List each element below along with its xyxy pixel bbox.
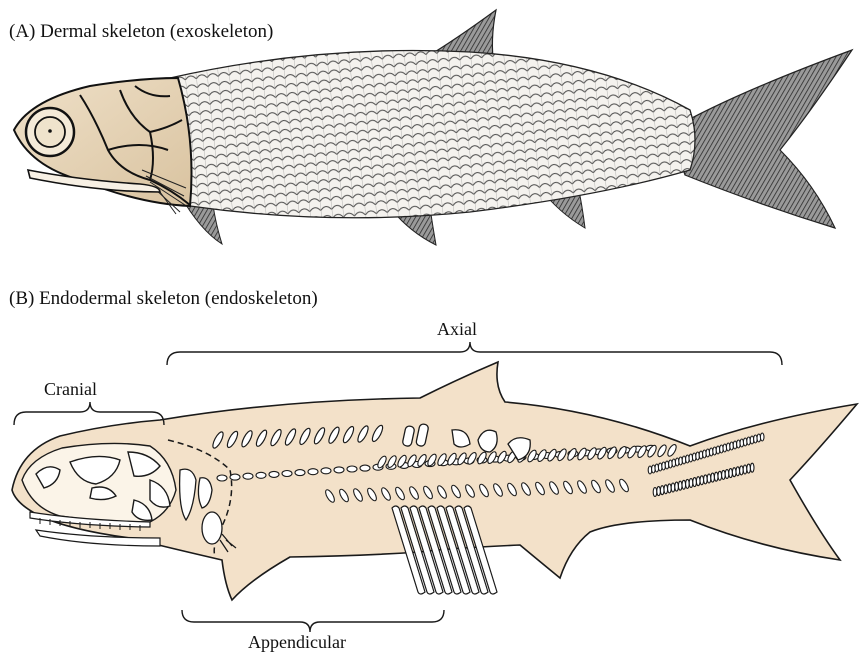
caudal-spine (689, 479, 693, 488)
vertebra (282, 471, 292, 477)
caudal-spine (671, 483, 675, 492)
dermal-body-scales (170, 50, 695, 217)
vertebra (321, 468, 331, 474)
vertebra (269, 471, 279, 477)
axial-bracket (167, 342, 782, 365)
panel-b-caption: (B) Endodermal skeleton (endoskeleton) (9, 289, 318, 308)
caudal-spine (729, 469, 733, 478)
caudal-spine (747, 464, 751, 473)
axial-label: Axial (437, 320, 477, 338)
caudal-spine (660, 486, 664, 495)
appendicular-label: Appendicular (248, 633, 346, 651)
vertebra (230, 474, 240, 480)
caudal-spine (740, 466, 744, 475)
vertebra (334, 467, 344, 473)
dermal-fish (14, 10, 852, 245)
appendicular-bracket (182, 610, 444, 632)
cranial-label: Cranial (44, 380, 97, 398)
caudal-spine (714, 472, 718, 481)
caudal-vertebra (760, 433, 764, 441)
vertebra (295, 470, 305, 476)
caudal-spine (657, 487, 661, 496)
caudal-spine (711, 473, 715, 482)
caudal-spine (750, 463, 754, 472)
caudal-spine (664, 485, 668, 494)
caudal-spine (722, 470, 726, 479)
vertebra (217, 475, 227, 481)
caudal-spine (704, 475, 708, 484)
caudal-spine (707, 474, 711, 483)
caudal-spine (700, 476, 704, 485)
caudal-spine (732, 468, 736, 477)
caudal-spine (696, 477, 700, 486)
endo-skull (22, 443, 176, 522)
caudal-spine (718, 471, 722, 480)
panel-a-caption: (A) Dermal skeleton (exoskeleton) (9, 22, 273, 41)
vertebra (347, 466, 357, 472)
vertebra (256, 472, 266, 478)
vertebra (360, 465, 370, 471)
caudal-spine (678, 481, 682, 490)
caudal-spine (736, 467, 740, 476)
dermal-eye-pupil (48, 129, 52, 133)
vertebra (243, 473, 253, 479)
caudal-spine (682, 480, 686, 489)
caudal-spine (675, 482, 679, 491)
caudal-spine (686, 479, 690, 488)
caudal-spine (743, 465, 747, 474)
caudal-spine (725, 470, 729, 479)
vertebra (308, 469, 318, 475)
endo-fish (12, 342, 857, 632)
caudal-spine (693, 478, 697, 487)
caudal-spine (653, 488, 657, 497)
caudal-spine (668, 484, 672, 493)
dermal-tail-fin (670, 50, 852, 228)
